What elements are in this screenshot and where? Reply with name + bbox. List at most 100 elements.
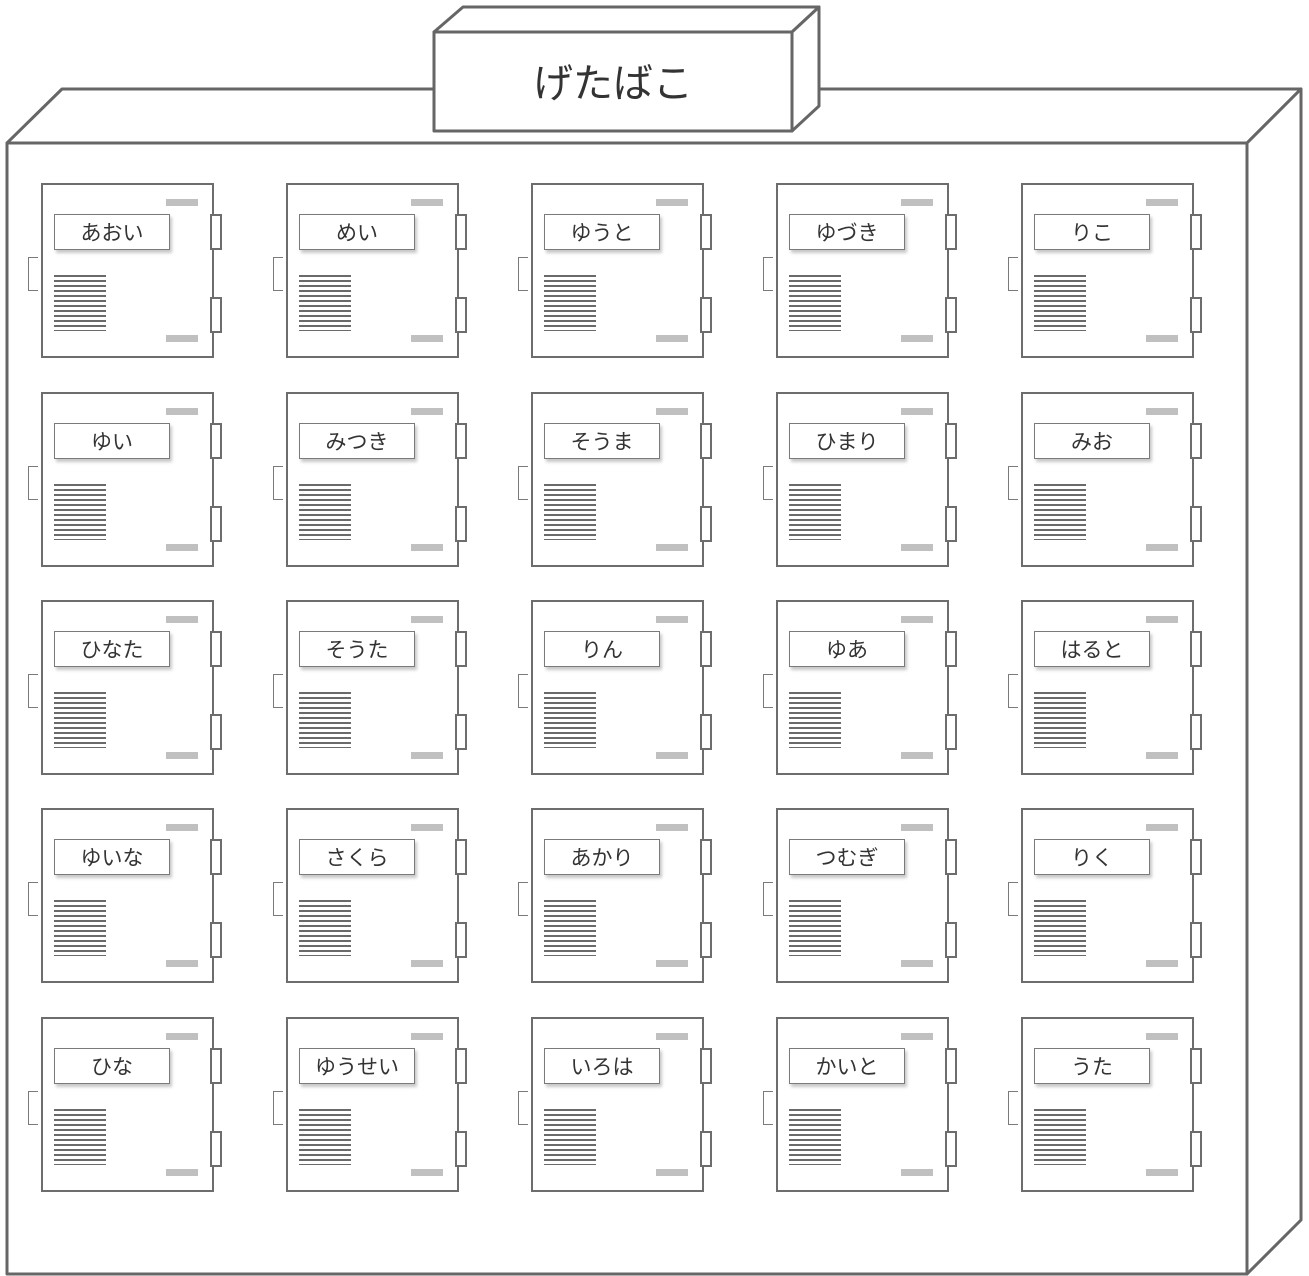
name-tag: りく	[1034, 839, 1150, 875]
locker-door[interactable]: ひまり	[776, 392, 949, 567]
vent-slot	[656, 960, 688, 967]
locker-door[interactable]: りこ	[1021, 183, 1194, 358]
door-handle[interactable]	[1008, 257, 1018, 291]
vent-slot	[656, 199, 688, 206]
hinge	[700, 297, 712, 333]
hinge	[945, 1131, 957, 1167]
locker-door[interactable]: いろは	[531, 1017, 704, 1192]
hinge	[210, 839, 222, 875]
vent-slot	[656, 335, 688, 342]
door-handle[interactable]	[1008, 882, 1018, 916]
cabinet-title: げたばこ	[533, 61, 693, 107]
hinge	[1190, 922, 1202, 958]
door-handle[interactable]	[1008, 674, 1018, 708]
hinge	[700, 423, 712, 459]
locker-door[interactable]: めい	[286, 183, 459, 358]
locker-door[interactable]: ゆあ	[776, 600, 949, 775]
door-handle[interactable]	[273, 466, 283, 500]
door-handle[interactable]	[28, 882, 38, 916]
locker-door[interactable]: みつき	[286, 392, 459, 567]
name-tag: かいと	[789, 1048, 905, 1084]
vent-grille	[299, 1109, 351, 1165]
name-tag: ゆうと	[544, 214, 660, 250]
hinge	[210, 214, 222, 250]
door-handle[interactable]	[273, 1091, 283, 1125]
door-handle[interactable]	[518, 882, 528, 916]
door-handle[interactable]	[28, 257, 38, 291]
locker-door[interactable]: あかり	[531, 808, 704, 983]
door-handle[interactable]	[518, 1091, 528, 1125]
locker-door[interactable]: ゆうと	[531, 183, 704, 358]
vent-slot	[1146, 408, 1178, 415]
door-handle[interactable]	[273, 674, 283, 708]
door-handle[interactable]	[763, 882, 773, 916]
locker-door[interactable]: うた	[1021, 1017, 1194, 1192]
locker-door[interactable]: そうま	[531, 392, 704, 567]
vent-slot	[166, 1169, 198, 1176]
name-tag: うた	[1034, 1048, 1150, 1084]
vent-grille	[544, 484, 596, 540]
door-handle[interactable]	[763, 674, 773, 708]
hinge	[210, 423, 222, 459]
cabinet-side	[1247, 89, 1301, 1274]
door-handle[interactable]	[273, 882, 283, 916]
vent-slot	[656, 1169, 688, 1176]
hinge	[945, 506, 957, 542]
vent-slot	[656, 408, 688, 415]
vent-slot	[901, 335, 933, 342]
hinge	[455, 214, 467, 250]
door-handle[interactable]	[518, 257, 528, 291]
locker-door[interactable]: りく	[1021, 808, 1194, 983]
locker-door[interactable]: みお	[1021, 392, 1194, 567]
door-handle[interactable]	[28, 466, 38, 500]
locker-door[interactable]: そうた	[286, 600, 459, 775]
vent-slot	[901, 199, 933, 206]
hinge	[210, 506, 222, 542]
vent-slot	[1146, 960, 1178, 967]
vent-grille	[299, 484, 351, 540]
hinge	[700, 1131, 712, 1167]
vent-slot	[656, 544, 688, 551]
hinge	[210, 714, 222, 750]
name-tag: そうた	[299, 631, 415, 667]
locker-door[interactable]: ゆうせい	[286, 1017, 459, 1192]
vent-slot	[411, 1169, 443, 1176]
locker-door[interactable]: りん	[531, 600, 704, 775]
locker-door[interactable]: ひなた	[41, 600, 214, 775]
door-handle[interactable]	[763, 1091, 773, 1125]
locker-door[interactable]: あおい	[41, 183, 214, 358]
vent-slot	[901, 960, 933, 967]
vent-slot	[166, 960, 198, 967]
hinge	[945, 423, 957, 459]
locker-door[interactable]: はると	[1021, 600, 1194, 775]
hinge	[945, 922, 957, 958]
locker-door[interactable]: ひな	[41, 1017, 214, 1192]
hinge	[455, 1131, 467, 1167]
door-handle[interactable]	[763, 257, 773, 291]
door-handle[interactable]	[518, 466, 528, 500]
vent-grille	[789, 484, 841, 540]
locker-door[interactable]: さくら	[286, 808, 459, 983]
vent-slot	[901, 1169, 933, 1176]
vent-slot	[1146, 199, 1178, 206]
locker-door[interactable]: かいと	[776, 1017, 949, 1192]
door-handle[interactable]	[273, 257, 283, 291]
vent-grille	[544, 1109, 596, 1165]
locker-door[interactable]: つむぎ	[776, 808, 949, 983]
hinge	[700, 839, 712, 875]
hinge	[1190, 714, 1202, 750]
locker-door[interactable]: ゆいな	[41, 808, 214, 983]
name-tag: ひな	[54, 1048, 170, 1084]
door-handle[interactable]	[763, 466, 773, 500]
locker-door[interactable]: ゆづき	[776, 183, 949, 358]
door-handle[interactable]	[518, 674, 528, 708]
vent-grille	[1034, 275, 1086, 331]
vent-slot	[411, 752, 443, 759]
door-handle[interactable]	[28, 674, 38, 708]
hinge	[1190, 423, 1202, 459]
locker-door[interactable]: ゆい	[41, 392, 214, 567]
door-handle[interactable]	[1008, 466, 1018, 500]
door-handle[interactable]	[28, 1091, 38, 1125]
sign-top	[434, 7, 819, 32]
door-handle[interactable]	[1008, 1091, 1018, 1125]
